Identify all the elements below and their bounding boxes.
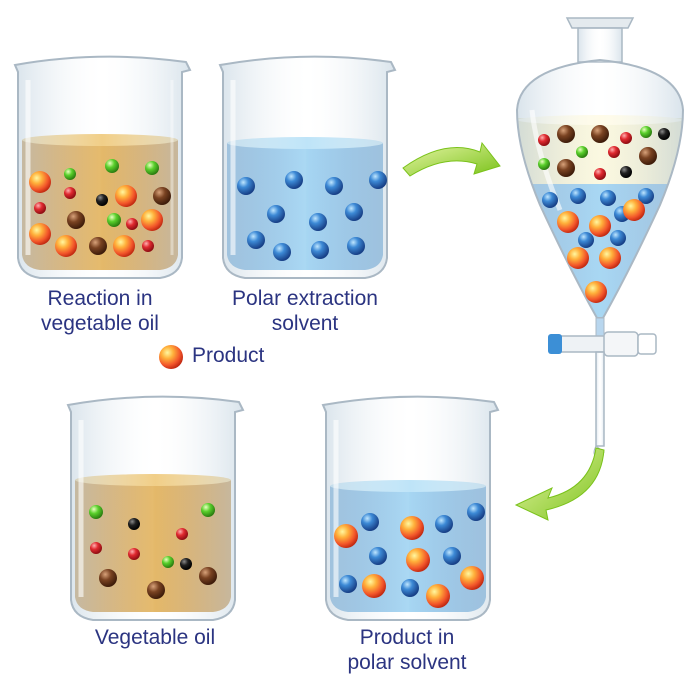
label-line: polar solvent — [347, 651, 467, 674]
legend-text: Product — [192, 344, 265, 367]
label-line: Reaction in — [47, 287, 153, 310]
beaker-polar-solvent-icon — [218, 55, 397, 279]
label-line: Product in — [359, 626, 455, 649]
label-polar-extraction-solvent: Polar extraction solvent — [210, 286, 400, 336]
beaker-product-polar-icon — [321, 395, 500, 621]
label-reaction-in-vegetable-oil: Reaction in vegetable oil — [10, 286, 190, 336]
curved-arrow-icon — [514, 447, 605, 521]
label-line: Polar extraction — [232, 287, 378, 310]
label-line: solvent — [271, 312, 339, 335]
product-sphere-icon — [159, 345, 183, 369]
beaker-reaction-icon — [13, 55, 192, 279]
label-line: Vegetable oil — [94, 626, 216, 649]
label-vegetable-oil: Vegetable oil — [60, 625, 250, 650]
separatory-funnel-icon — [515, 17, 685, 457]
label-product-in-polar-solvent: Product in polar solvent — [312, 625, 502, 675]
label-line: vegetable oil — [41, 312, 159, 335]
curved-arrow-icon — [402, 141, 501, 177]
legend-product-label: Product — [192, 343, 292, 368]
beaker-vegetable-oil-icon — [66, 395, 245, 621]
